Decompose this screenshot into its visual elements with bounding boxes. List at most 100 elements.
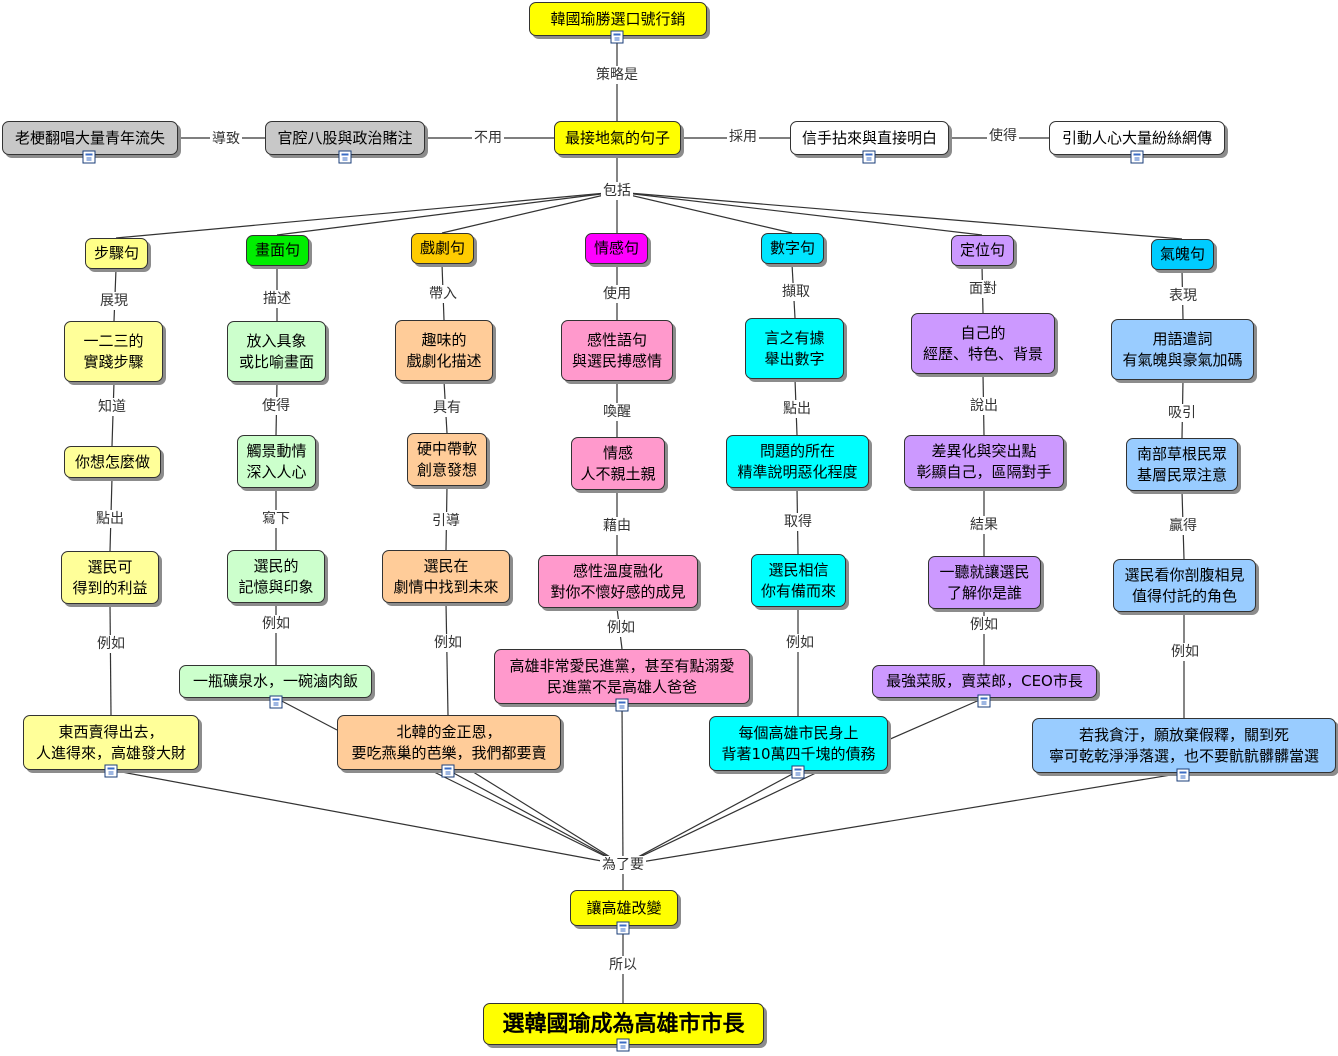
connector-line xyxy=(887,697,985,741)
label-include: 包括 xyxy=(601,182,633,200)
node-step-a[interactable]: 一二三的 實踐步驟 xyxy=(64,321,163,382)
node-youth-loss[interactable]: 老梗翻唱大量青年流失 xyxy=(2,121,178,155)
connector-line xyxy=(469,769,624,866)
connector-line xyxy=(622,772,1184,866)
connector-line xyxy=(441,191,618,234)
label-c4a: 使用 xyxy=(601,285,633,303)
node-position-a[interactable]: 自己的 經歷、特色、背景 xyxy=(911,313,1055,374)
label-c3a: 帶入 xyxy=(427,285,459,303)
connector-line xyxy=(429,769,624,866)
connector-line xyxy=(616,191,1183,240)
label-c7c: 贏得 xyxy=(1167,517,1199,535)
node-emotion-c[interactable]: 感性溫度融化 對你不懷好感的成見 xyxy=(538,555,698,608)
label-c6d: 例如 xyxy=(968,616,1000,634)
node-core-sentence[interactable]: 最接地氣的句子 xyxy=(554,121,681,155)
connector-line xyxy=(616,191,983,236)
node-picture-d[interactable]: 一瓶礦泉水，一碗滷肉飯 xyxy=(179,665,372,698)
node-boldness-a[interactable]: 用語遣詞 有氣魄與豪氣加碼 xyxy=(1111,319,1254,380)
note-icon[interactable] xyxy=(104,764,118,778)
label-c4d: 例如 xyxy=(605,619,637,637)
label-strategy: 策略是 xyxy=(594,66,640,84)
connector-line xyxy=(115,191,618,239)
note-icon[interactable] xyxy=(1176,768,1190,782)
node-emotion-d[interactable]: 高雄非常愛民進黨，甚至有點溺愛 民進黨不是高雄人爸爸 xyxy=(494,649,750,704)
connector-line xyxy=(616,191,793,234)
connector-line xyxy=(109,603,112,716)
node-boldness-b[interactable]: 南部草根民眾 基層民眾注意 xyxy=(1126,438,1238,491)
label-c3b: 具有 xyxy=(431,399,463,417)
node-drama-c[interactable]: 選民在 劇情中找到未來 xyxy=(382,550,510,603)
node-position-d[interactable]: 最強菜販，賣菜郎，CEO市長 xyxy=(872,665,1097,698)
node-number-b[interactable]: 問題的所在 精準說明惡化程度 xyxy=(726,435,869,488)
node-change-kaohsiung[interactable]: 讓高雄改變 xyxy=(570,890,678,926)
category-boldness[interactable]: 氣魄句 xyxy=(1151,239,1214,270)
label-c2c: 寫下 xyxy=(260,510,292,528)
category-emotion[interactable]: 情感句 xyxy=(585,233,648,264)
label-c7a: 表現 xyxy=(1167,287,1199,305)
node-emotion-b[interactable]: 情感 人不親土親 xyxy=(571,437,665,490)
node-drama-d[interactable]: 北韓的金正恩， 要吃燕巢的芭樂，我們都要賣 xyxy=(337,715,561,770)
category-position[interactable]: 定位句 xyxy=(951,235,1014,266)
node-title[interactable]: 韓國瑜勝選口號行銷 xyxy=(529,2,707,36)
connector-line xyxy=(275,697,338,731)
label-lead-to: 導致 xyxy=(210,130,242,148)
label-c6b: 說出 xyxy=(968,397,1000,415)
node-number-a[interactable]: 言之有據 舉出數字 xyxy=(745,318,844,379)
node-plain-direct[interactable]: 信手拈來與直接明白 xyxy=(790,121,949,155)
category-picture[interactable]: 畫面句 xyxy=(246,235,309,266)
connector-line xyxy=(447,769,624,866)
note-icon[interactable] xyxy=(610,30,624,44)
note-icon[interactable] xyxy=(338,150,352,164)
node-drama-a[interactable]: 趣味的 戲劇化描述 xyxy=(395,320,493,381)
category-number[interactable]: 數字句 xyxy=(761,233,824,264)
note-icon[interactable] xyxy=(862,150,876,164)
node-step-d[interactable]: 東西賣得出去， 人進得來，高雄發大財 xyxy=(23,715,199,770)
note-icon[interactable] xyxy=(977,694,991,708)
node-officialese[interactable]: 官腔八股與政治賭注 xyxy=(265,121,425,155)
node-picture-c[interactable]: 選民的 記憶與印象 xyxy=(227,550,325,603)
node-position-b[interactable]: 差異化與突出點 彰顯自己，區隔對手 xyxy=(904,435,1064,488)
node-boldness-c[interactable]: 選民看你剖腹相見 值得付託的角色 xyxy=(1113,559,1256,612)
note-icon[interactable] xyxy=(269,695,283,709)
label-c3c: 引導 xyxy=(430,512,462,530)
node-final-goal[interactable]: 選韓國瑜成為高雄市市長 xyxy=(483,1003,764,1045)
connector-line xyxy=(445,602,449,716)
node-boldness-d[interactable]: 若我貪汙，願放棄假釋，關到死 寧可乾乾淨淨落選，也不要骯骯髒髒當選 xyxy=(1032,718,1336,773)
connector-line xyxy=(621,703,624,866)
label-c4c: 藉由 xyxy=(601,517,633,535)
node-position-c[interactable]: 一聽就讓選民 了解你是誰 xyxy=(928,556,1041,609)
label-c3d: 例如 xyxy=(432,634,464,652)
node-drama-b[interactable]: 硬中帶軟 創意發想 xyxy=(407,433,487,486)
label-make: 使得 xyxy=(987,127,1019,145)
note-icon[interactable] xyxy=(82,150,96,164)
note-icon[interactable] xyxy=(441,764,455,778)
note-icon[interactable] xyxy=(615,698,629,712)
node-picture-a[interactable]: 放入具象 或比喻畫面 xyxy=(227,321,326,382)
label-c5d: 例如 xyxy=(784,634,816,652)
category-step[interactable]: 步驟句 xyxy=(85,238,148,269)
node-number-c[interactable]: 選民相信 你有備而來 xyxy=(751,554,846,607)
connector-line xyxy=(110,769,624,866)
node-step-b[interactable]: 你想怎麼做 xyxy=(64,446,161,478)
note-icon[interactable] xyxy=(1130,150,1144,164)
node-step-c[interactable]: 選民可 得到的利益 xyxy=(61,551,159,604)
label-c2d: 例如 xyxy=(260,615,292,633)
label-c1c: 點出 xyxy=(94,510,126,528)
note-icon[interactable] xyxy=(616,1038,630,1052)
label-c2b: 使得 xyxy=(260,397,292,415)
label-c5c: 取得 xyxy=(782,513,814,531)
node-viral-spread[interactable]: 引動人心大量紛絲網傳 xyxy=(1049,121,1225,155)
node-picture-b[interactable]: 觸景動情 深入人心 xyxy=(237,435,316,488)
category-drama[interactable]: 戲劇句 xyxy=(411,233,474,264)
node-emotion-a[interactable]: 感性語句 與選民搏感情 xyxy=(561,320,673,381)
connector-line xyxy=(622,770,821,866)
label-c1d: 例如 xyxy=(95,635,127,653)
note-icon[interactable] xyxy=(616,921,630,935)
note-icon[interactable] xyxy=(791,765,805,779)
label-c1b: 知道 xyxy=(96,398,128,416)
label-c4b: 喚醒 xyxy=(601,403,633,421)
node-number-d[interactable]: 每個高雄市民身上 背著10萬四千塊的債務 xyxy=(709,716,888,771)
label-c6a: 面對 xyxy=(967,280,999,298)
label-c7b: 吸引 xyxy=(1166,404,1198,422)
